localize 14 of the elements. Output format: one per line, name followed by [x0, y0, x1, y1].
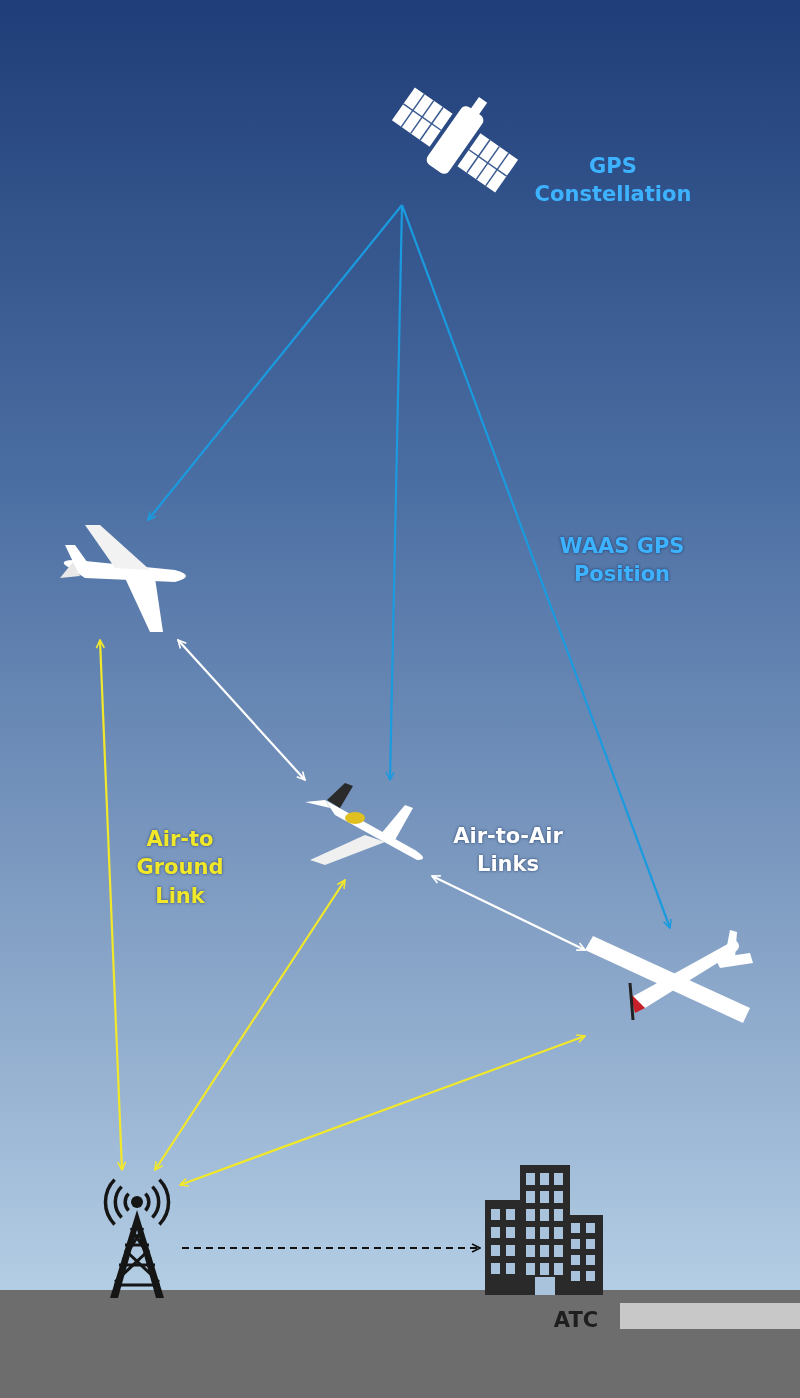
arrow: [154, 879, 346, 1171]
arrow: [179, 1034, 586, 1187]
arrow: [177, 639, 306, 781]
node-caption: ATC: [552, 1306, 600, 1334]
arrow: [147, 204, 403, 521]
arrow: [95, 639, 127, 1171]
edge-label: WAAS GPS Position: [558, 532, 686, 588]
arrow: [400, 204, 672, 929]
arrow: [431, 875, 586, 951]
edge-label: Air-to Ground Link: [135, 826, 225, 911]
node-caption: GPS Constellation: [533, 152, 693, 208]
edge-label: Air-to-Air Links: [452, 822, 564, 878]
arrow: [182, 1243, 481, 1253]
arrow: [385, 204, 404, 781]
